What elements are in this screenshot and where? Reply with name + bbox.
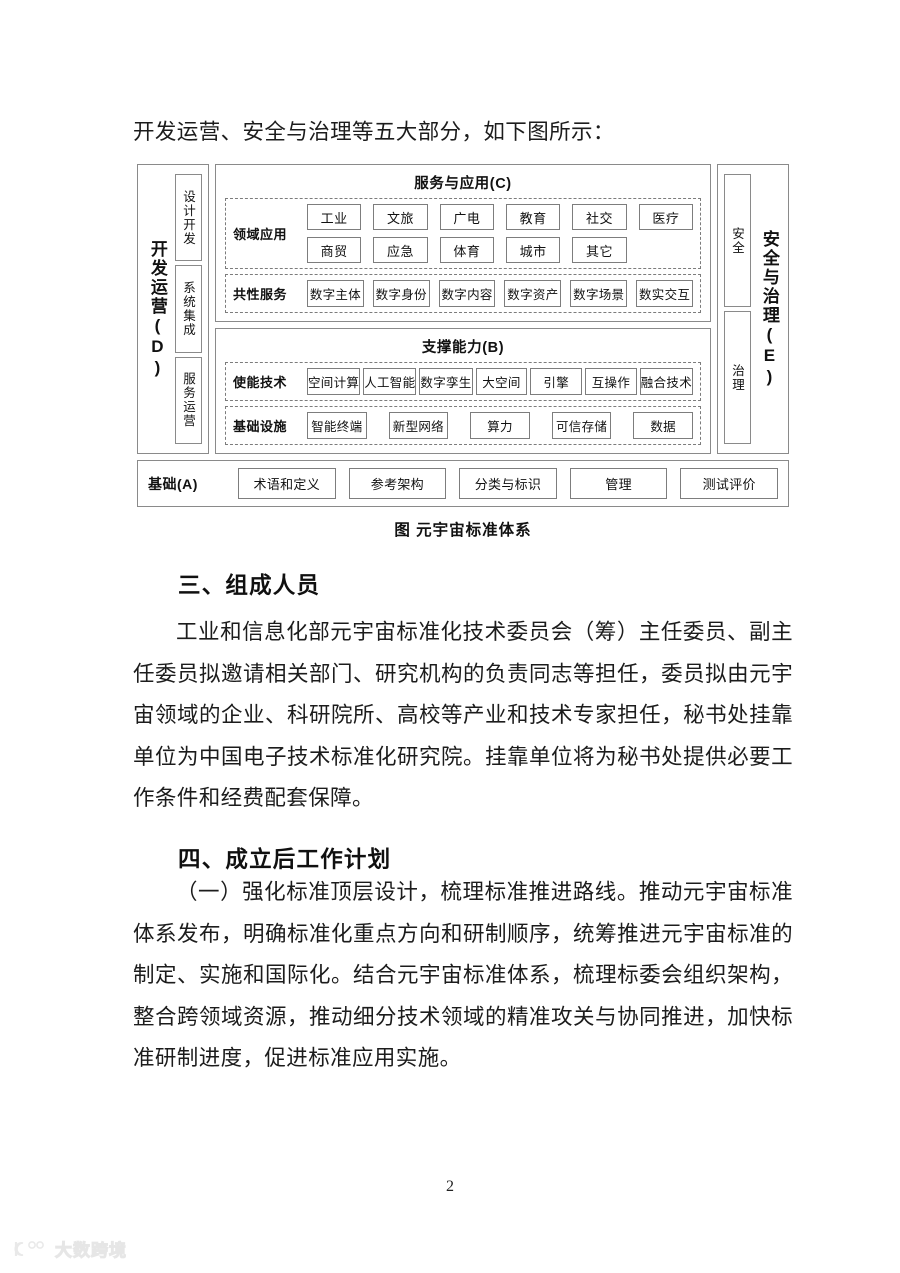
diagram-container: 开发运营(D) 设计开发 系统集成 服务运营 [137, 164, 789, 507]
layer-basis: 基础(A) 术语和定义 参考架构 分类与标识 管理 测试评价 [137, 460, 789, 507]
basis-cells: 术语和定义 参考架构 分类与标识 管理 测试评价 [238, 468, 778, 499]
lead-paragraph: 开发运营、安全与治理等五大部分，如下图所示： [133, 120, 615, 144]
section-paragraph-work-plan: （一）强化标准顶层设计，梳理标准推进路线。推动元宇宙标准体系发布，明确标准化重点… [133, 880, 793, 1070]
cell-item: 参考架构 [348, 468, 447, 499]
cell-item: 算力 [470, 412, 530, 439]
section-heading-work-plan: 四、成立后工作计划 [178, 847, 392, 872]
pillar-d-item-service-operation: 服务运营 [175, 356, 202, 444]
section-heading-members: 三、组成人员 [178, 573, 321, 598]
watermark-text: 大数跨境 [55, 1241, 127, 1261]
pillar-e-item-governance: 治理 [724, 311, 751, 444]
row-enabling-technology-label: 使能技术 [233, 375, 288, 390]
cell-item: 数字场景 [570, 280, 628, 307]
pillar-e-label: 安全与治理(E) [759, 230, 779, 388]
cell-item: 数实交互 [636, 280, 693, 307]
cell-item: 文旅 [373, 204, 428, 230]
cell-item: 商贸 [307, 237, 362, 263]
pillar-d-item-system-integration: 系统集成 [175, 265, 202, 353]
cell-item: 管理 [569, 468, 668, 499]
page-number: 2 [446, 1178, 454, 1195]
enabling-technology-cells: 空间计算 人工智能 数字孪生 大空间 引擎 互操作 融合技术 [307, 368, 693, 395]
cell-item: 人工智能 [363, 368, 417, 395]
cell-item: 社交 [572, 204, 627, 230]
row-infrastructure: 基础设施 智能终端 新型网络 算力 可信存储 数据 [225, 406, 701, 445]
cell-item: 分类与标识 [459, 468, 557, 499]
cell-item: 数字内容 [438, 280, 496, 307]
row-domain-applications: 领域应用 工业 文旅 广电 教育 社交 医疗 商贸 应急 体育 [225, 198, 701, 269]
cell-item: 数字身份 [372, 280, 430, 307]
row-common-services: 共性服务 数字主体 数字身份 数字内容 数字资产 数字场景 数实交互 [225, 274, 701, 313]
pillar-development-operations: 开发运营(D) 设计开发 系统集成 服务运营 [137, 164, 209, 454]
cell-item: 工业 [307, 204, 362, 230]
diagram-main-row: 开发运营(D) 设计开发 系统集成 服务运营 [137, 164, 789, 454]
cell-item: 空间计算 [307, 368, 361, 395]
cell-item: 可信存储 [551, 412, 612, 439]
cell-item: 教育 [505, 204, 561, 230]
common-service-cells: 数字主体 数字身份 数字内容 数字资产 数字场景 数实交互 [307, 280, 693, 307]
pillar-e-items: 安全 治理 [724, 172, 751, 446]
cell-item: 广电 [439, 204, 494, 230]
cell-item: 测试评价 [680, 468, 778, 499]
cell-spacer [638, 237, 693, 263]
cell-item: 融合技术 [639, 368, 693, 395]
cell-item: 大空间 [475, 368, 528, 395]
cell-item: 其它 [572, 237, 627, 263]
layer-support-capability: 支撑能力(B) 使能技术 空间计算 人工智能 数字孪生 大空间 引擎 互操作 融… [215, 328, 711, 454]
pillar-e-item-security: 安全 [724, 174, 751, 307]
pillar-d-label: 开发运营(D) [147, 239, 167, 379]
row-enabling-technology: 使能技术 空间计算 人工智能 数字孪生 大空间 引擎 互操作 融合技术 [225, 362, 701, 401]
cell-item: 数字资产 [504, 280, 562, 307]
pillar-e-item-label: 治理 [730, 363, 744, 392]
row-common-services-label: 共性服务 [233, 287, 288, 302]
cell-item: 互操作 [585, 368, 637, 395]
cell-item: 数据 [633, 412, 693, 439]
watermark: 大数跨境 [14, 1236, 127, 1261]
pillar-d-items: 设计开发 系统集成 服务运营 [175, 172, 202, 446]
cell-item: 术语和定义 [238, 468, 336, 499]
layer-b-title: 支撑能力(B) [421, 340, 505, 356]
domain-application-cells: 工业 文旅 广电 教育 社交 医疗 商贸 应急 体育 城市 其它 [307, 204, 693, 263]
layer-c-title: 服务与应用(C) [414, 176, 512, 192]
cell-item: 智能终端 [307, 412, 367, 439]
cell-item: 应急 [373, 237, 428, 263]
layer-a-label: 基础(A) [148, 475, 198, 492]
cell-item: 城市 [505, 237, 561, 263]
section-paragraph-members: 工业和信息化部元宇宙标准化技术委员会（筹）主任委员、副主任委员拟邀请相关部门、研… [133, 620, 793, 810]
cell-item: 新型网络 [388, 412, 449, 439]
pillar-d-item-label: 服务运营 [181, 372, 195, 429]
cell-item: 医疗 [638, 204, 693, 230]
figure-caption: 图 元宇宙标准体系 [394, 522, 532, 539]
figure-metaverse-standard-system: 开发运营(D) 设计开发 系统集成 服务运营 [137, 164, 789, 540]
diagram-center-stack: 服务与应用(C) 领域应用 工业 文旅 广电 教育 社交 医疗 商贸 [215, 164, 711, 454]
layer-service-application: 服务与应用(C) 领域应用 工业 文旅 广电 教育 社交 医疗 商贸 [215, 164, 711, 322]
infrastructure-cells: 智能终端 新型网络 算力 可信存储 数据 [307, 412, 693, 439]
cell-item: 体育 [439, 237, 494, 263]
pillar-e-item-label: 安全 [730, 226, 744, 255]
pillar-d-item-design-dev: 设计开发 [175, 174, 202, 262]
cell-item: 引擎 [530, 368, 583, 395]
pillar-security-governance: 安全与治理(E) 安全 治理 [717, 164, 789, 454]
row-infrastructure-label: 基础设施 [233, 419, 288, 434]
cell-item: 数字孪生 [419, 368, 473, 395]
row-domain-applications-label: 领域应用 [233, 227, 288, 242]
pillar-d-item-label: 系统集成 [181, 280, 195, 337]
watermark-logo-icon [14, 1239, 48, 1259]
cell-item: 数字主体 [307, 280, 364, 307]
pillar-d-item-label: 设计开发 [181, 189, 195, 246]
